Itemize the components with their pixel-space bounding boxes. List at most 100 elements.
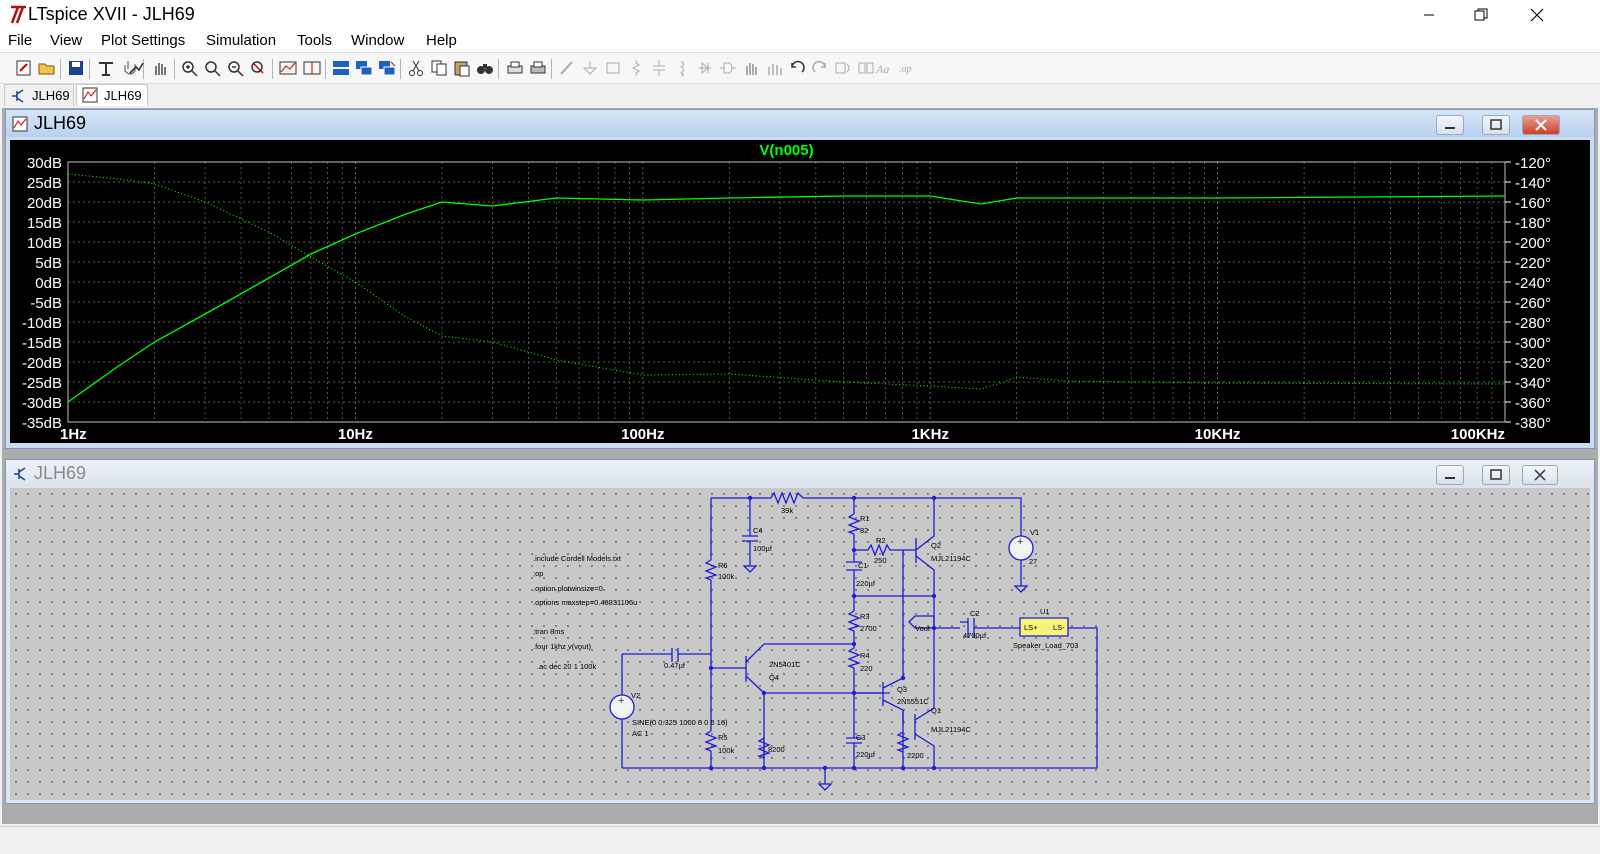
minimize-button[interactable]	[1406, 0, 1452, 30]
directive-ac[interactable]: .ac dec 20 1 100k	[537, 662, 596, 671]
r6-value[interactable]: 100k	[718, 572, 735, 581]
waveform-window-titlebar[interactable]: JLH69	[6, 110, 1594, 137]
directive-four[interactable]: .four 1khz v(vout)	[533, 642, 591, 651]
menu-window[interactable]: Window	[351, 32, 405, 49]
control-panel-icon[interactable]	[96, 59, 116, 77]
r2-name[interactable]: R2	[876, 536, 886, 545]
cascade-icon[interactable]	[354, 59, 374, 77]
q1-model[interactable]: MJL21194C	[931, 725, 971, 734]
v2-value[interactable]: SINE(0 0.325 1000 0 0 0 16)	[632, 718, 728, 727]
c3-name[interactable]: C3	[856, 733, 866, 742]
voltage-source-v1-symbol[interactable]	[1008, 535, 1034, 561]
c2-value[interactable]: 4700µf	[963, 631, 987, 640]
autorange-icon[interactable]	[278, 59, 298, 77]
q3-model[interactable]: 2N5551C	[897, 697, 929, 706]
print-preview-icon[interactable]	[505, 59, 525, 77]
schematic-canvas[interactable]: + + .include Cordell Models.txt ;op .opt…	[10, 488, 1590, 800]
print-icon[interactable]	[528, 59, 548, 77]
waveform-window-title: JLH69	[34, 113, 87, 133]
r1-name[interactable]: R1	[860, 514, 870, 523]
r5-name[interactable]: R5	[718, 733, 728, 742]
close-button[interactable]	[1514, 0, 1560, 30]
r4-name[interactable]: R4	[860, 651, 870, 660]
r2-value[interactable]: 250	[874, 556, 887, 565]
copy-icon[interactable]	[429, 59, 449, 77]
directive-maxstep[interactable]: .options maxstep=0.48831106u	[533, 598, 637, 607]
y-tick-label: -35dB	[22, 415, 62, 432]
schematic-window-titlebar[interactable]: JLH69	[6, 460, 1594, 487]
q1-name[interactable]: Q1	[931, 706, 941, 715]
directive-op[interactable]: ;op	[533, 569, 543, 578]
waveform-maximize-button[interactable]	[1482, 115, 1510, 135]
inductor-icon	[679, 60, 684, 77]
c1-value[interactable]: 220µf	[856, 579, 876, 588]
undo-icon[interactable]	[787, 59, 807, 77]
menu-view[interactable]: View	[50, 32, 83, 49]
v2-ac[interactable]: AC 1	[632, 729, 649, 738]
r3-name[interactable]: R3	[860, 612, 870, 621]
r-8200-value[interactable]: 8200	[768, 745, 785, 754]
run-icon[interactable]	[126, 59, 146, 77]
tab-waveform[interactable]: JLH69	[76, 84, 148, 106]
q3-name[interactable]: Q3	[897, 685, 907, 694]
r4-value[interactable]: 220	[860, 664, 873, 673]
close-all-icon[interactable]	[377, 59, 397, 77]
c4-name[interactable]: C4	[753, 526, 763, 535]
save-icon[interactable]	[66, 59, 86, 77]
cut-icon[interactable]	[406, 59, 426, 77]
directive-include[interactable]: .include Cordell Models.txt	[533, 554, 622, 563]
u1-name[interactable]: U1	[1040, 607, 1050, 616]
open-folder-icon[interactable]	[37, 59, 57, 77]
c1-name[interactable]: C1	[858, 561, 868, 570]
maximize-button[interactable]	[1458, 0, 1504, 30]
menu-file[interactable]: File	[8, 32, 33, 49]
directive-tran[interactable]: ;tran 8ms	[533, 627, 565, 636]
r-2200-value[interactable]: 2200	[907, 751, 924, 760]
vout-label[interactable]: Vout	[915, 624, 931, 633]
v1-value[interactable]: 27	[1029, 557, 1037, 566]
r1-value[interactable]: 82	[860, 526, 868, 535]
voltage-source-v2-symbol[interactable]	[609, 694, 635, 720]
r-39k-value[interactable]: 39k	[781, 506, 793, 515]
waveform-close-button[interactable]	[1522, 115, 1560, 135]
q4-name[interactable]: Q4	[769, 673, 779, 682]
tile-horizontal-icon[interactable]	[331, 59, 351, 77]
find-icon[interactable]	[475, 59, 495, 77]
zoom-in-icon[interactable]	[180, 59, 200, 77]
directive-plotwinsize[interactable]: .option plotwinsize=0	[533, 584, 603, 593]
c4-value[interactable]: 100µf	[753, 544, 773, 553]
tab-schematic[interactable]: JLH69	[4, 84, 74, 106]
schematic-close-button[interactable]	[1522, 465, 1558, 485]
pan-icon[interactable]	[150, 59, 170, 77]
bode-plot[interactable]: 30dB25dB20dB15dB10dB5dB0dB-5dB-10dB-15dB…	[10, 140, 1590, 443]
c-in-value[interactable]: 0.47µf	[664, 661, 686, 670]
paste-icon[interactable]	[452, 59, 472, 77]
v2-name[interactable]: V2	[631, 691, 640, 700]
r3-value[interactable]: 2700	[860, 624, 877, 633]
c3-value[interactable]: 220µf	[856, 750, 876, 759]
r5-value[interactable]: 100k	[718, 746, 735, 755]
mark-data-icon[interactable]	[302, 59, 322, 77]
new-schematic-icon[interactable]	[14, 59, 34, 77]
v1-name[interactable]: V1	[1030, 528, 1039, 537]
u1-pin-minus[interactable]: LS-	[1053, 623, 1065, 632]
schematic-maximize-button[interactable]	[1482, 465, 1510, 485]
c2-name[interactable]: C2	[970, 609, 980, 618]
menu-plot-settings[interactable]: Plot Settings	[101, 32, 186, 49]
menu-help[interactable]: Help	[426, 32, 457, 49]
schematic-minimize-button[interactable]	[1436, 465, 1464, 485]
zoom-full-icon[interactable]	[203, 59, 223, 77]
u1-pin-plus[interactable]: LS+	[1024, 623, 1038, 632]
r6-name[interactable]: R6	[718, 561, 728, 570]
waveform-minimize-button[interactable]	[1436, 115, 1464, 135]
q4-model[interactable]: 2N5401C	[769, 660, 801, 669]
schematic-drawing[interactable]: + + .include Cordell Models.txt ;op .opt…	[10, 488, 1590, 800]
q2-name[interactable]: Q2	[931, 541, 941, 550]
menu-simulation[interactable]: Simulation	[206, 32, 277, 49]
zoom-out-icon[interactable]	[226, 59, 246, 77]
zoom-cancel-icon[interactable]	[249, 59, 269, 77]
u1-model[interactable]: Speaker_Load_703	[1013, 641, 1078, 650]
q2-model[interactable]: MJL21194C	[931, 554, 971, 563]
menu-tools[interactable]: Tools	[297, 32, 333, 49]
